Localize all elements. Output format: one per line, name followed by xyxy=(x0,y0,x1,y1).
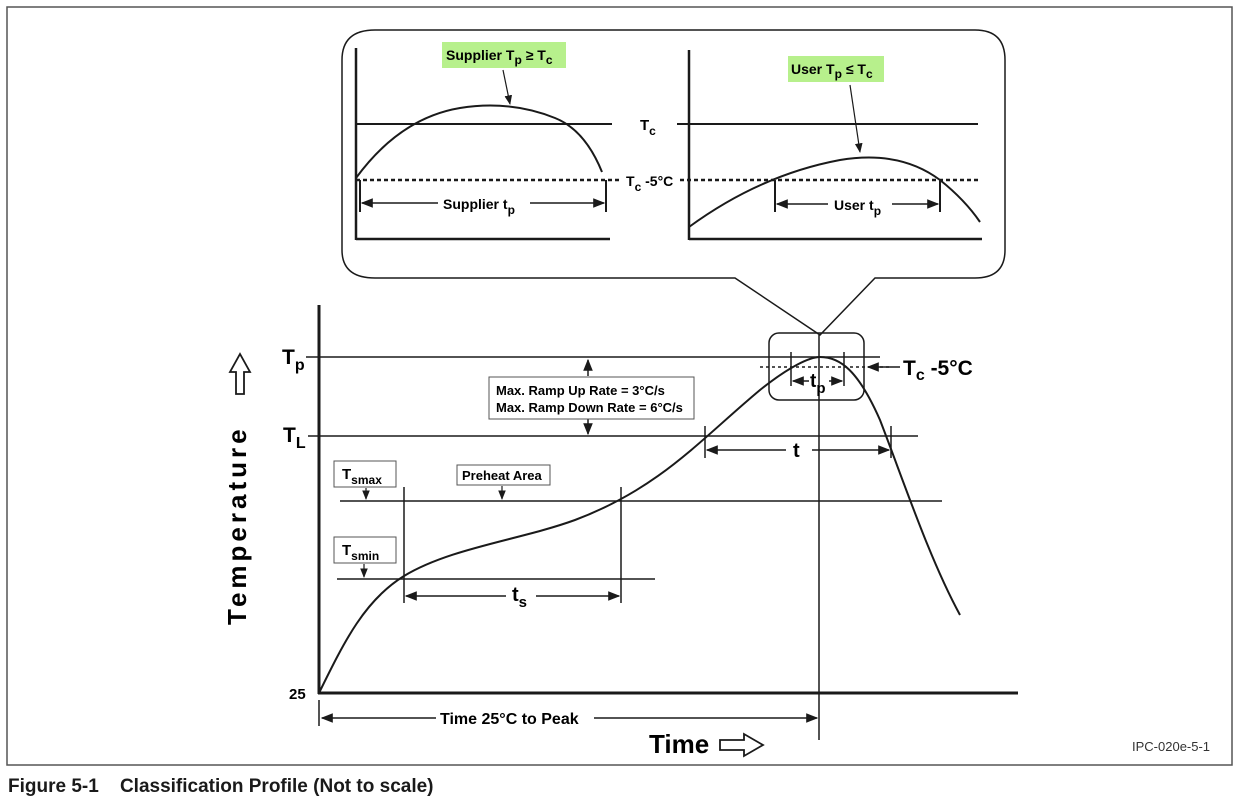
figure-id: IPC-020e-5-1 xyxy=(1132,739,1210,754)
user-highlight xyxy=(788,56,884,82)
temperature-axis-title: Temperature xyxy=(222,425,252,625)
user-tp-tc-label: User Tp ≤ Tc xyxy=(791,61,873,81)
tsmin-label: Tsmin xyxy=(342,542,379,563)
user-profile-curve xyxy=(688,156,981,228)
ramp-rate-box xyxy=(488,376,695,420)
supplier-window-label: Supplier tp xyxy=(443,196,515,217)
caption-number: Figure 5-1 xyxy=(8,776,99,797)
time-right-arrow-icon xyxy=(719,732,765,758)
ts-label: ts xyxy=(512,584,527,611)
supplier-inset-plot: Supplier tp Supplier Tp ≥ Tc xyxy=(354,42,620,241)
t-label: t xyxy=(793,440,800,462)
tc5-label: Tc -5°C xyxy=(903,357,973,384)
user-inset-plot: User tp User Tp ≤ Tc xyxy=(677,50,982,241)
user-peak-pointer xyxy=(849,84,863,153)
time-axis-title: Time xyxy=(649,729,709,759)
time-to-peak-label: Time 25°C to Peak xyxy=(440,711,579,728)
tl-axis-label: TL xyxy=(283,424,306,452)
main-profile-plot: tp Tc -5°C Tp TL 25 Max. Ramp Up Rate = … xyxy=(282,305,1018,740)
peak-zoom-box xyxy=(768,332,865,401)
tsmax-box xyxy=(333,460,397,488)
user-window-label: User tp xyxy=(834,197,881,218)
inset-tc5-label: Tc -5°C xyxy=(626,173,673,194)
inset-tc-label: Tc xyxy=(640,117,656,138)
supplier-peak-pointer xyxy=(502,69,513,105)
tsmax-label: Tsmax xyxy=(342,466,382,487)
ramp-up-label: Max. Ramp Up Rate = 3°C/s xyxy=(496,383,665,398)
supplier-highlight xyxy=(442,42,566,68)
origin-label: 25 xyxy=(289,686,306,703)
tp-window-label: tp xyxy=(810,371,826,397)
tp-axis-label: Tp xyxy=(282,346,305,374)
figure-frame xyxy=(6,6,1233,766)
supplier-tp-tc-label: Supplier Tp ≥ Tc xyxy=(446,47,553,67)
figure-caption: Figure 5-1 Classification Profile (Not t… xyxy=(8,776,434,798)
tsmin-box xyxy=(333,536,397,564)
supplier-profile-curve xyxy=(355,104,603,179)
inset-callout-bubble xyxy=(341,29,1006,336)
preheat-label: Preheat Area xyxy=(462,468,542,483)
caption-title: Classification Profile (Not to scale) xyxy=(119,776,434,797)
preheat-box xyxy=(456,464,551,486)
temperature-up-arrow-icon xyxy=(228,352,252,395)
ramp-down-label: Max. Ramp Down Rate = 6°C/s xyxy=(496,400,683,415)
